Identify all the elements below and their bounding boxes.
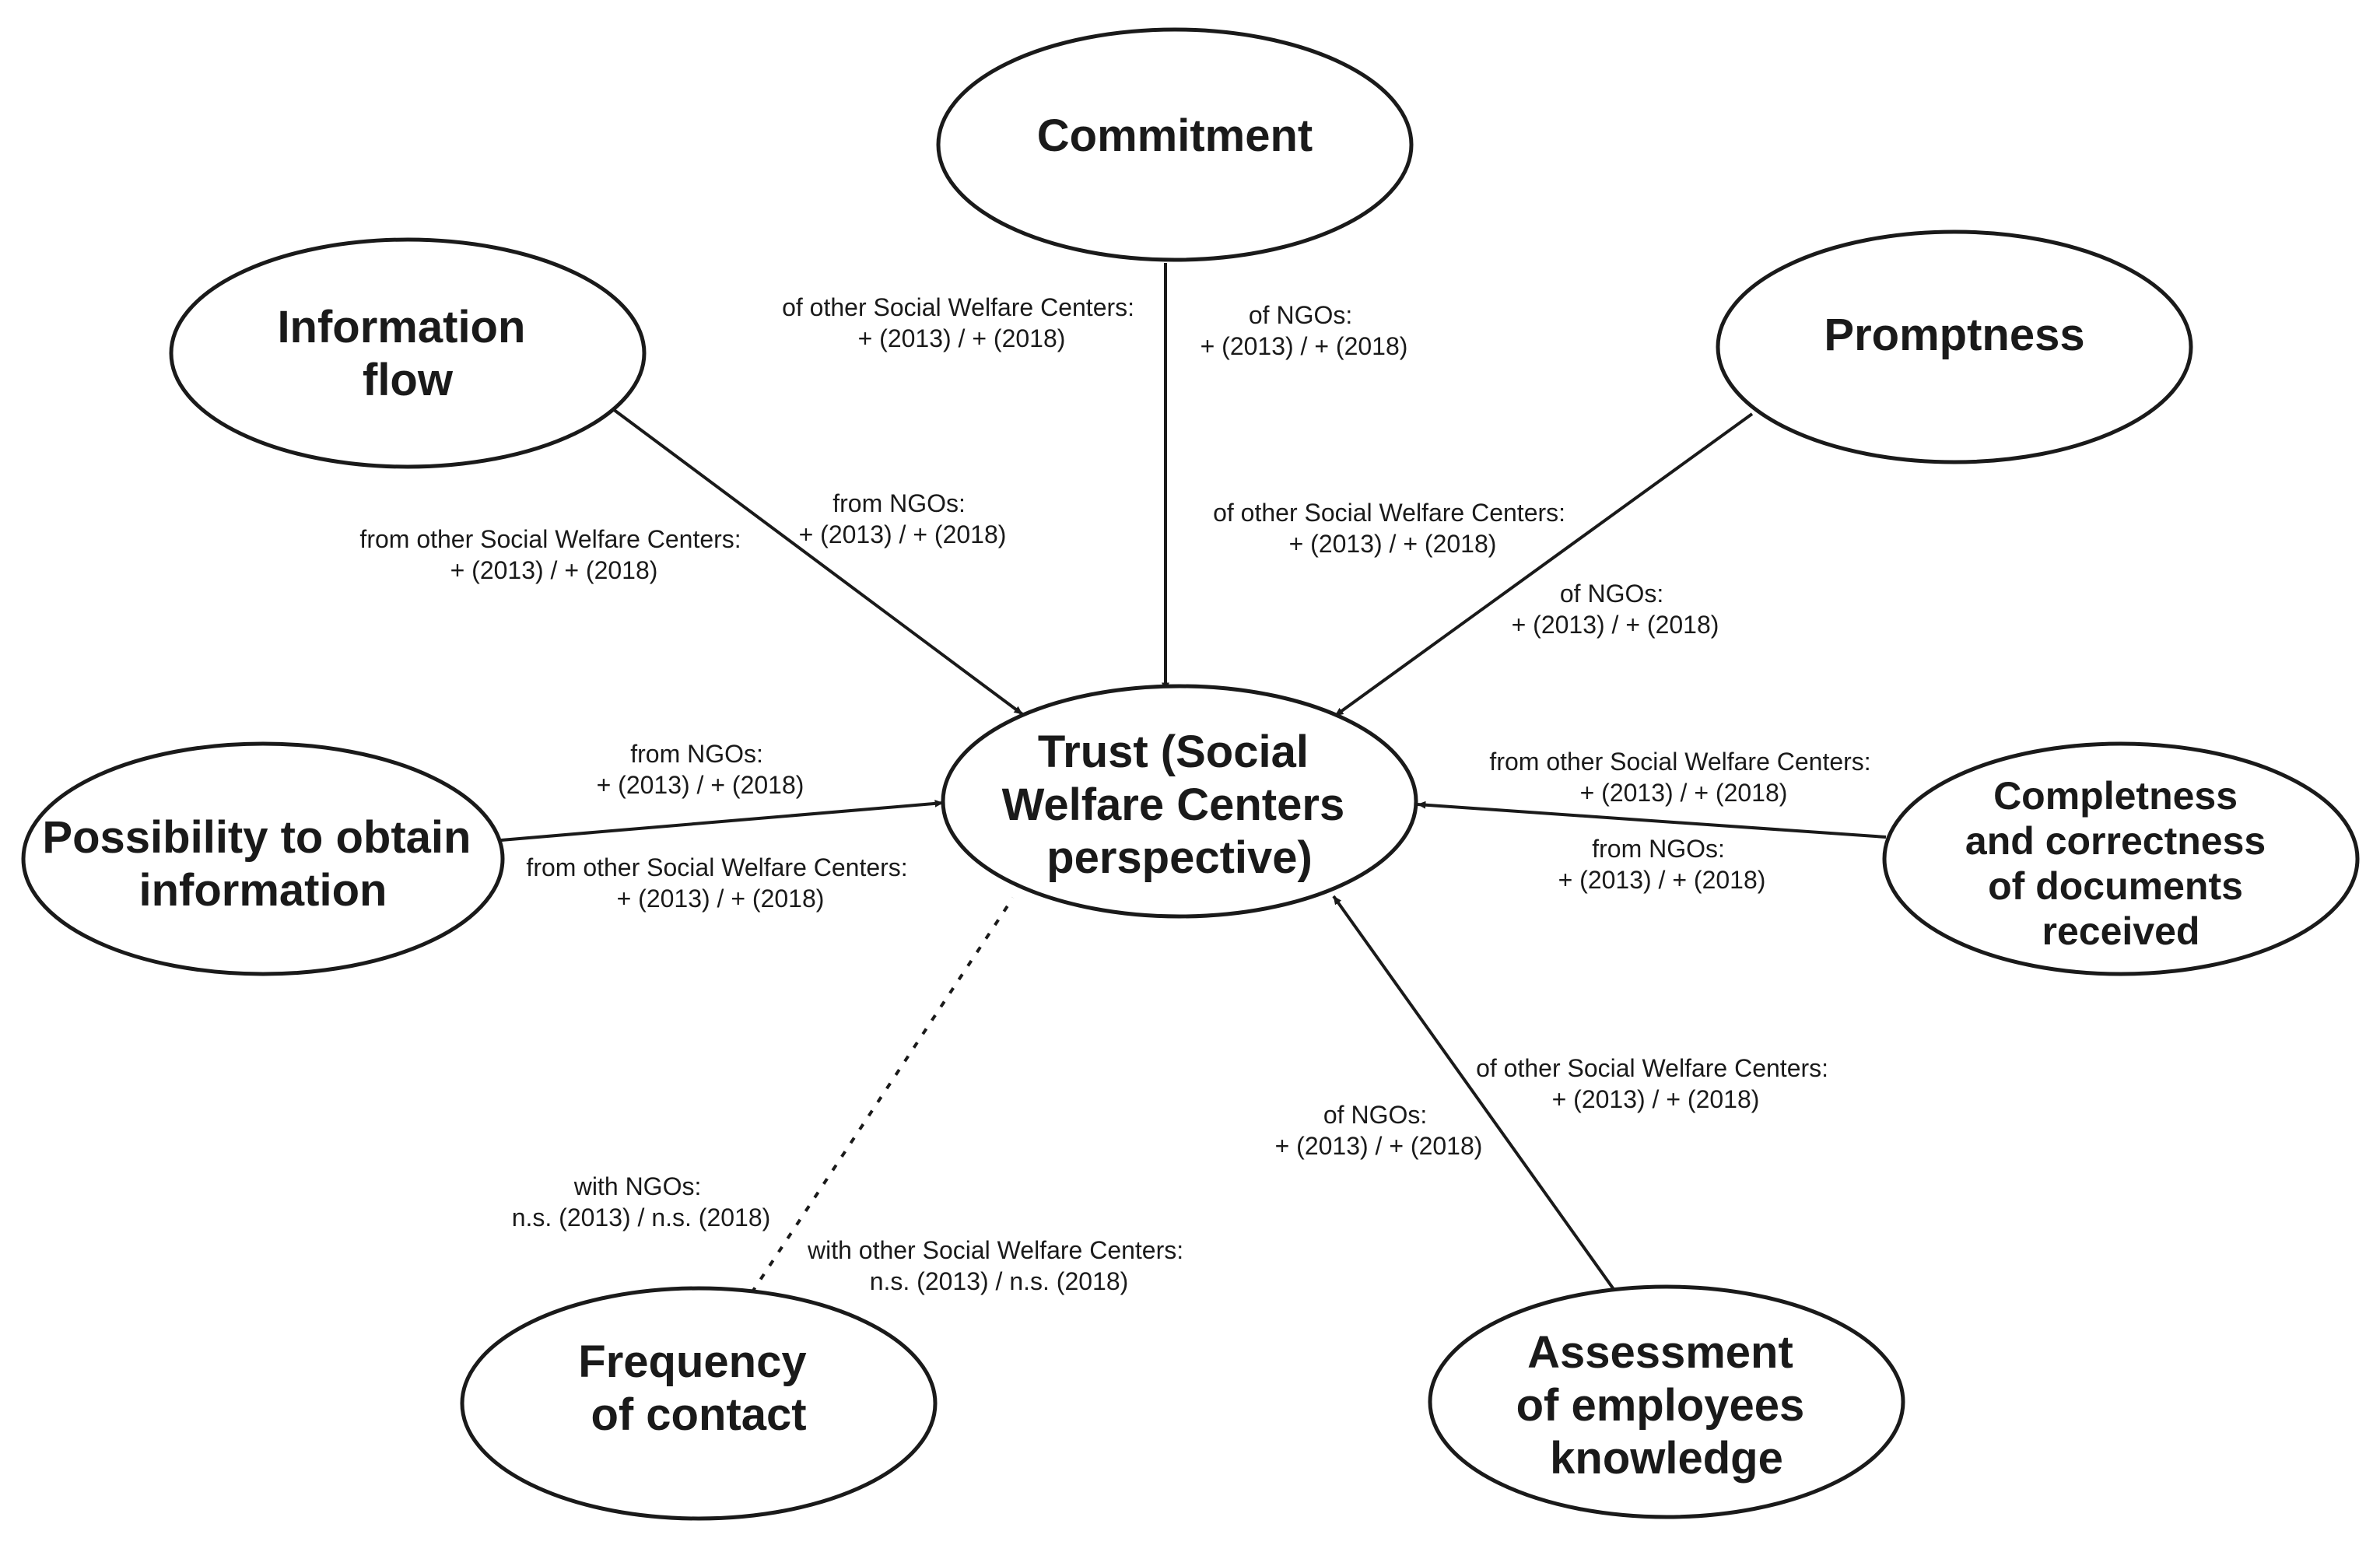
edge-assessment-to-trust	[1332, 895, 1617, 1293]
label-information-flow-swc: from other Social Welfare Centers: + (20…	[359, 525, 748, 584]
svg-text:Trust (Social Welfare Ce: Trust (Social Welfare Centers perspectiv…	[1002, 727, 1358, 883]
node-assessment-of-employees-knowledge: Assessment of employees knowledge	[1428, 1284, 1905, 1519]
node-assessment-line3: knowledge	[1550, 1433, 1783, 1484]
svg-text:Completness and correctn: Completness and correctness of documents…	[1965, 774, 2277, 953]
edge-completeness-to-trust	[1417, 801, 1887, 839]
svg-text:Promptness: Promptness	[1824, 310, 2084, 360]
node-frequency-of-contact: Frequency of contact	[460, 1286, 938, 1521]
label-assessment-swc: of other Social Welfare Centers: + (2013…	[1476, 1054, 1835, 1113]
svg-text:Possibility to obtain in: Possibility to obtain information	[42, 812, 483, 916]
node-trust-center-line2: Welfare Centers	[1002, 780, 1345, 830]
node-frequency-line2: of contact	[591, 1389, 806, 1440]
node-promptness-line1: Promptness	[1824, 310, 2084, 360]
label-frequency-ngo: with NGOs: n.s. (2013) / n.s. (2018)	[512, 1172, 771, 1231]
label-completeness-swc: from other Social Welfare Centers: + (20…	[1489, 748, 1877, 807]
node-completeness-line1: Completness	[1993, 774, 2238, 818]
label-possibility-ngo: from NGOs: + (2013) / + (2018)	[597, 740, 804, 799]
node-information-flow-line2: flow	[363, 355, 454, 405]
edge-information-flow-to-trust	[612, 408, 1024, 716]
node-commitment-line1: Commitment	[1037, 110, 1313, 161]
node-trust-center-line3: perspective)	[1046, 832, 1313, 883]
node-completeness-of-documents: Completness and correctness of documents…	[1882, 741, 2360, 976]
node-promptness: Promptness	[1716, 229, 2193, 464]
node-possibility-line2: information	[139, 865, 387, 916]
label-commitment-ngo: of NGOs: + (2013) / + (2018)	[1201, 301, 1408, 360]
label-possibility-swc: from other Social Welfare Centers: + (20…	[526, 853, 914, 913]
node-assessment-line2: of employees	[1516, 1380, 1805, 1431]
node-assessment-line1: Assessment	[1527, 1327, 1793, 1378]
node-completeness-line4: received	[2042, 909, 2200, 953]
edge-frequency-to-trust-dotted	[750, 896, 1015, 1295]
node-completeness-line2: and correctness	[1965, 819, 2266, 863]
svg-text:Commitment: Commitment	[1037, 110, 1313, 161]
node-possibility-to-obtain-information: Possibility to obtain information	[21, 741, 505, 976]
svg-text:Frequency of contact: Frequency of contact	[578, 1337, 818, 1440]
node-information-flow-line1: Information	[277, 302, 525, 352]
node-completeness-line3: of documents	[1988, 864, 2243, 908]
edge-possibility-to-trust	[500, 799, 944, 842]
label-information-flow-ngo: from NGOs: + (2013) / + (2018)	[799, 489, 1007, 548]
node-trust-center: Trust (Social Welfare Centers perspectiv…	[941, 684, 1418, 919]
edge-promptness-to-trust	[1334, 412, 1754, 717]
label-assessment-ngo: of NGOs: + (2013) / + (2018)	[1275, 1101, 1483, 1160]
label-promptness-ngo: of NGOs: + (2013) / + (2018)	[1512, 580, 1719, 639]
node-trust-center-line1: Trust (Social	[1038, 727, 1309, 777]
label-completeness-ngo: from NGOs: + (2013) / + (2018)	[1558, 835, 1766, 894]
label-frequency-swc: with other Social Welfare Centers: n.s. …	[807, 1236, 1190, 1295]
label-commitment-swc: of other Social Welfare Centers: + (2013…	[782, 293, 1141, 352]
label-promptness-swc: of other Social Welfare Centers: + (2013…	[1213, 499, 1572, 558]
svg-text:Assessment of employees: Assessment of employees knowledge	[1516, 1327, 1817, 1484]
svg-text:Information flow: Information flow	[277, 302, 538, 405]
node-commitment: Commitment	[936, 27, 1414, 262]
node-frequency-line1: Frequency	[578, 1337, 806, 1387]
node-possibility-line1: Possibility to obtain	[42, 812, 471, 863]
node-information-flow: Information flow	[169, 237, 647, 469]
